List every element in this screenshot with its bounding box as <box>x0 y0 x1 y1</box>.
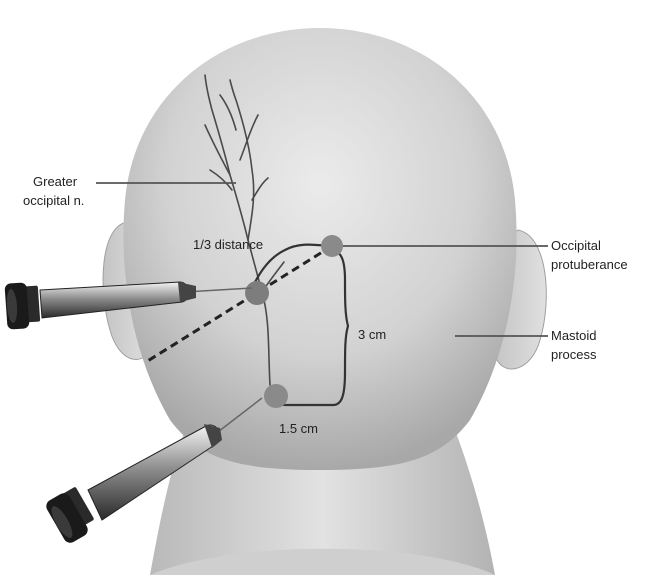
third-distance-label: 1/3 distance <box>193 237 263 252</box>
head-shape <box>123 28 516 470</box>
occipital-protuberance-label-line1: Occipital <box>551 238 601 253</box>
injection-site-lower-dot <box>264 384 288 408</box>
occipital-protuberance-label-line2: protuberance <box>551 257 628 272</box>
occipital-protuberance-dot <box>321 235 343 257</box>
three-cm-label: 3 cm <box>358 327 386 342</box>
injection-site-upper-dot <box>245 281 269 305</box>
one-half-cm-label: 1.5 cm <box>279 421 318 436</box>
greater-occipital-label-line2: occipital n. <box>23 193 84 208</box>
greater-occipital-label-line1: Greater <box>33 174 78 189</box>
mastoid-process-label-line2: process <box>551 347 597 362</box>
mastoid-process-label-line1: Mastoid <box>551 328 597 343</box>
